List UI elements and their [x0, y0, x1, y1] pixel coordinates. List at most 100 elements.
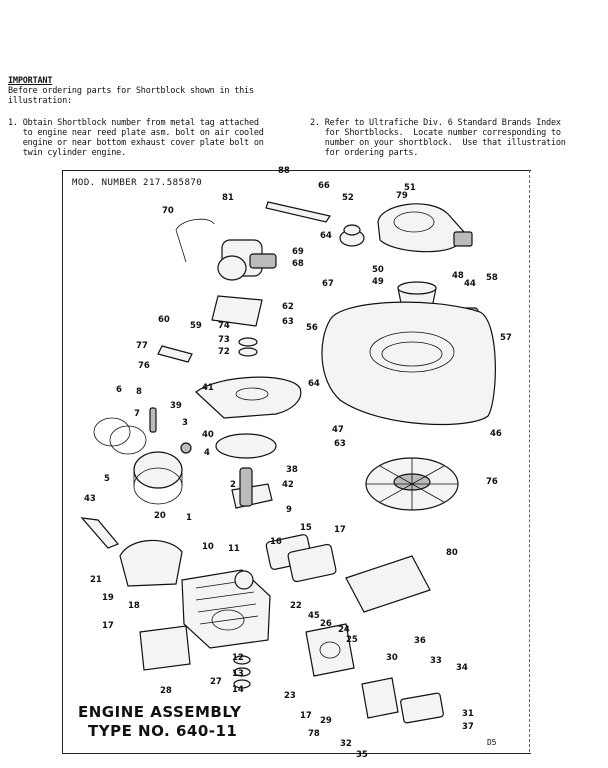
part-label-44: 44 — [464, 279, 476, 289]
part-label-57: 57 — [500, 333, 512, 343]
crankshaft-illustration — [231, 467, 273, 509]
important-heading: IMPORTANT — [8, 76, 53, 86]
piston-illustration — [133, 451, 183, 505]
part-label-38: 38 — [286, 465, 298, 475]
flywheel-illustration — [365, 457, 459, 511]
part-label-16: 16 — [270, 537, 282, 547]
instruction-step-1: 1. Obtain Shortblock number from metal t… — [8, 118, 264, 158]
reed-plate-illustration — [265, 534, 337, 583]
assembly-title: ENGINE ASSEMBLY — [78, 703, 242, 721]
throttle-link-illustration — [265, 201, 331, 223]
part-label-32: 32 — [340, 739, 352, 749]
part-label-60: 60 — [158, 315, 170, 325]
part-label-15: 15 — [300, 523, 312, 533]
part-label-21: 21 — [90, 575, 102, 585]
part-label-66: 66 — [318, 181, 330, 191]
model-number: MOD. NUMBER 217.585870 — [72, 178, 203, 188]
pulley-illustration — [339, 224, 365, 247]
assembly-type-number: TYPE NO. 640-11 — [88, 722, 238, 740]
manual-box-illustration — [345, 555, 431, 613]
part-label-69: 69 — [292, 247, 304, 257]
part-label-6: 6 — [116, 385, 122, 395]
part-label-10: 10 — [202, 542, 214, 552]
part-label-17: 17 — [334, 525, 346, 535]
part-label-20: 20 — [154, 511, 166, 521]
part-label-27: 27 — [210, 677, 222, 687]
part-label-76: 76 — [486, 477, 498, 487]
part-label-31: 31 — [462, 709, 474, 719]
blower-housing-illustration — [321, 301, 496, 426]
part-label-51: 51 — [404, 183, 416, 193]
part-label-52: 52 — [342, 193, 354, 203]
instruction-step-2: 2. Refer to Ultrafiche Div. 6 Standard B… — [310, 118, 566, 158]
part-label-19: 19 — [102, 593, 114, 603]
part-label-43: 43 — [84, 494, 96, 504]
part-label-73: 73 — [218, 335, 230, 345]
part-label-68: 68 — [292, 259, 304, 269]
part-label-39: 39 — [170, 401, 182, 411]
page-code: D5 — [487, 738, 497, 747]
part-label-56: 56 — [306, 323, 318, 333]
part-label-24: 24 — [338, 625, 350, 635]
part-label-33: 33 — [430, 656, 442, 666]
part-label-4: 4 — [204, 448, 210, 458]
part-label-74: 74 — [218, 321, 230, 331]
part-label-14: 14 — [232, 685, 244, 695]
gasket-illustration — [215, 433, 277, 459]
intro-line-1: Before ordering parts for Shortblock sho… — [8, 86, 254, 96]
part-label-5: 5 — [104, 474, 110, 484]
governor-illustration — [361, 677, 444, 724]
part-label-76: 76 — [138, 361, 150, 371]
part-label-79: 79 — [396, 191, 408, 201]
part-label-28: 28 — [160, 686, 172, 696]
intro-line-2: illustration: — [8, 96, 72, 106]
part-label-50: 50 — [372, 265, 384, 275]
part-label-77: 77 — [136, 341, 148, 351]
part-label-13: 13 — [232, 669, 244, 679]
part-label-8: 8 — [136, 387, 142, 397]
starter-housing-illustration — [377, 203, 473, 253]
part-label-30: 30 — [386, 653, 398, 663]
carburetor-illustration — [175, 218, 277, 281]
part-label-3: 3 — [182, 418, 188, 428]
part-label-48: 48 — [452, 271, 464, 281]
part-label-37: 37 — [462, 722, 474, 732]
part-label-35: 35 — [356, 750, 368, 760]
base-plate-illustration — [195, 376, 302, 419]
part-label-49: 49 — [372, 277, 384, 287]
part-label-36: 36 — [414, 636, 426, 646]
part-label-63: 63 — [334, 439, 346, 449]
part-label-62: 62 — [282, 302, 294, 312]
part-label-25: 25 — [346, 635, 358, 645]
part-label-88: 88 — [278, 166, 290, 176]
part-label-70: 70 — [162, 206, 174, 216]
part-label-11: 11 — [228, 544, 240, 554]
part-label-46: 46 — [490, 429, 502, 439]
part-label-34: 34 — [456, 663, 468, 673]
part-label-67: 67 — [322, 279, 334, 289]
small-parts-illustration — [80, 295, 263, 689]
part-label-80: 80 — [446, 548, 458, 558]
part-label-17: 17 — [102, 621, 114, 631]
part-label-26: 26 — [320, 619, 332, 629]
part-label-64: 64 — [308, 379, 320, 389]
piston-rings-illustration — [93, 417, 147, 455]
part-label-81: 81 — [222, 193, 234, 203]
part-label-23: 23 — [284, 691, 296, 701]
part-label-40: 40 — [202, 430, 214, 440]
part-label-18: 18 — [128, 601, 140, 611]
part-label-1: 1 — [186, 513, 192, 523]
part-label-78: 78 — [308, 729, 320, 739]
part-label-7: 7 — [134, 409, 140, 419]
part-label-12: 12 — [232, 653, 244, 663]
part-label-42: 42 — [282, 480, 294, 490]
part-label-2: 2 — [230, 480, 236, 490]
diagram-frame-edge — [529, 170, 530, 752]
cylinder-block-illustration — [181, 569, 271, 649]
part-label-59: 59 — [190, 321, 202, 331]
part-label-58: 58 — [486, 273, 498, 283]
part-label-63: 63 — [282, 317, 294, 327]
part-label-29: 29 — [320, 716, 332, 726]
